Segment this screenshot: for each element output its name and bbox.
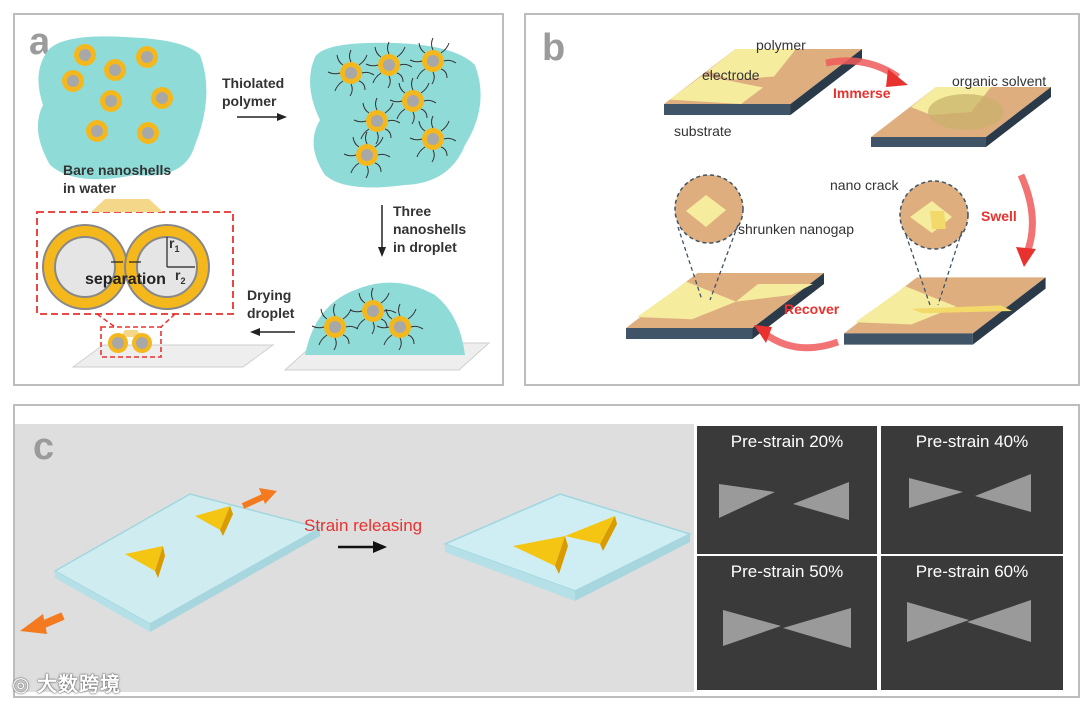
three-nanoshells-label-2: nanoshells bbox=[393, 221, 467, 237]
separation-label: separation bbox=[85, 271, 166, 288]
panel-a-illustration bbox=[36, 36, 491, 371]
sem-label-20: Pre-strain 20% bbox=[730, 432, 844, 451]
watermark: ◎ 大数跨境 bbox=[12, 674, 122, 696]
drying-droplet-label-1: Drying bbox=[247, 287, 292, 303]
panel-c-label: c bbox=[33, 426, 55, 468]
substrate-label: substrate bbox=[674, 123, 732, 139]
sem-label-50: Pre-strain 50% bbox=[730, 562, 844, 581]
shrunken-nanogap-label: shrunken nanogap bbox=[738, 221, 854, 237]
swell-label: Swell bbox=[981, 208, 1017, 224]
panel-b-label: b bbox=[542, 27, 566, 69]
r1-label: r1 bbox=[169, 235, 180, 254]
thiolated-label-2: polymer bbox=[222, 93, 277, 109]
strain-releasing-label: Strain releasing bbox=[304, 516, 423, 535]
panel-b: b bbox=[524, 13, 1080, 386]
immerse-label: Immerse bbox=[833, 85, 891, 101]
drying-droplet-label-2: droplet bbox=[247, 305, 295, 321]
recover-label: Recover bbox=[784, 301, 840, 317]
organic-solvent-label: organic solvent bbox=[952, 73, 1047, 89]
sem-image-20: Pre-strain 20% bbox=[697, 426, 877, 554]
sem-image-60: Pre-strain 60% bbox=[881, 556, 1063, 690]
panel-b-illustration bbox=[626, 49, 1051, 352]
panel-a-label: a bbox=[29, 21, 51, 63]
bare-nanoshells-label-1: Bare nanoshells bbox=[63, 162, 172, 178]
three-nanoshells-label-1: Three bbox=[393, 203, 432, 219]
sem-label-40: Pre-strain 40% bbox=[915, 432, 1029, 451]
panel-c-illustration bbox=[15, 424, 694, 692]
bare-nanoshells-label-2: in water bbox=[63, 180, 116, 196]
electrode-label: electrode bbox=[702, 67, 760, 83]
panel-a: a bbox=[13, 13, 504, 386]
polymer-label: polymer bbox=[756, 37, 806, 53]
panel-c: c Strain releasing Pre-strain 20% Pre-st… bbox=[13, 404, 1080, 698]
three-nanoshells-label-3: in droplet bbox=[393, 239, 457, 255]
thiolated-label-1: Thiolated bbox=[222, 75, 285, 91]
sem-image-50: Pre-strain 50% bbox=[697, 556, 877, 690]
r2-label: r2 bbox=[175, 267, 186, 286]
nano-crack-label: nano crack bbox=[830, 177, 899, 193]
sem-image-40: Pre-strain 40% bbox=[881, 426, 1063, 554]
sem-label-60: Pre-strain 60% bbox=[915, 562, 1029, 581]
